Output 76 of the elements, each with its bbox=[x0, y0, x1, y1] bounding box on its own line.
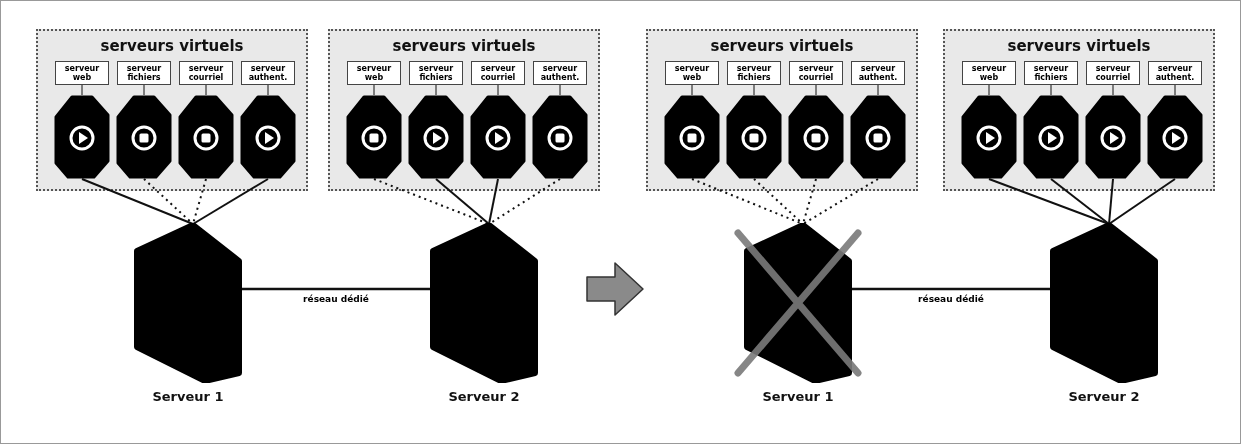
virtual-machine bbox=[788, 95, 844, 179]
physical-server bbox=[429, 223, 539, 404]
connector bbox=[192, 178, 269, 225]
service-label: serveur web bbox=[665, 61, 719, 85]
connector bbox=[852, 287, 1050, 291]
virtual-servers-panel bbox=[646, 29, 918, 191]
service-label: serveur fichiers bbox=[117, 61, 171, 85]
panel-title: serveurs virtuels bbox=[99, 37, 245, 55]
virtual-machine bbox=[240, 95, 296, 179]
virtual-machine bbox=[1085, 95, 1141, 179]
connector bbox=[497, 84, 499, 96]
connector bbox=[267, 84, 269, 96]
dotted-connector bbox=[802, 178, 879, 225]
connector bbox=[815, 84, 817, 96]
virtual-machine bbox=[532, 95, 588, 179]
connector bbox=[1174, 84, 1176, 96]
service-label: serveur courriel bbox=[179, 61, 233, 85]
service-label: serveur authent. bbox=[851, 61, 905, 85]
virtual-machine bbox=[116, 95, 172, 179]
service-label: serveur fichiers bbox=[727, 61, 781, 85]
connector bbox=[488, 178, 499, 225]
server-name: Serveur 2 bbox=[448, 389, 520, 404]
virtual-machine bbox=[664, 95, 720, 179]
virtual-machine bbox=[961, 95, 1017, 179]
connector bbox=[988, 84, 990, 96]
virtual-machine bbox=[726, 95, 782, 179]
connector bbox=[1108, 178, 1176, 225]
connector bbox=[1112, 84, 1114, 96]
connector bbox=[373, 84, 375, 96]
service-label: serveur authent. bbox=[533, 61, 587, 85]
connector bbox=[1050, 178, 1110, 225]
server-name: Serveur 2 bbox=[1068, 389, 1140, 404]
panel-title: serveurs virtuels bbox=[391, 37, 537, 55]
connector bbox=[242, 287, 430, 291]
connector bbox=[205, 84, 207, 96]
service-label: serveur fichiers bbox=[409, 61, 463, 85]
edge-label: réseau dédié bbox=[915, 294, 987, 304]
physical-server bbox=[743, 223, 853, 404]
virtual-servers-panel bbox=[36, 29, 308, 191]
virtual-machine bbox=[408, 95, 464, 179]
edge-label: réseau dédié bbox=[300, 294, 372, 304]
server-name: Serveur 1 bbox=[152, 389, 224, 404]
physical-server bbox=[133, 223, 243, 404]
virtual-machine bbox=[178, 95, 234, 179]
virtual-machine bbox=[54, 95, 110, 179]
connector bbox=[1108, 178, 1114, 225]
connector bbox=[143, 84, 145, 96]
virtual-machine bbox=[1023, 95, 1079, 179]
connector bbox=[1050, 84, 1052, 96]
connector bbox=[559, 84, 561, 96]
panel-title: serveurs virtuels bbox=[1006, 37, 1152, 55]
connector bbox=[435, 178, 490, 225]
virtual-machine bbox=[470, 95, 526, 179]
virtual-machine bbox=[346, 95, 402, 179]
virtual-machine bbox=[1147, 95, 1203, 179]
server-name: Serveur 1 bbox=[762, 389, 834, 404]
connector bbox=[81, 84, 83, 96]
service-label: serveur web bbox=[962, 61, 1016, 85]
panel-title: serveurs virtuels bbox=[709, 37, 855, 55]
service-label: serveur courriel bbox=[471, 61, 525, 85]
connector bbox=[691, 84, 693, 96]
connector bbox=[753, 84, 755, 96]
service-label: serveur authent. bbox=[241, 61, 295, 85]
physical-server bbox=[1049, 223, 1159, 404]
connector bbox=[81, 178, 194, 225]
service-label: serveur courriel bbox=[789, 61, 843, 85]
service-label: serveur web bbox=[347, 61, 401, 85]
service-label: serveur web bbox=[55, 61, 109, 85]
service-label: serveur courriel bbox=[1086, 61, 1140, 85]
connector bbox=[435, 84, 437, 96]
virtual-servers-panel bbox=[328, 29, 600, 191]
virtual-machine bbox=[850, 95, 906, 179]
connector bbox=[877, 84, 879, 96]
service-label: serveur authent. bbox=[1148, 61, 1202, 85]
service-label: serveur fichiers bbox=[1024, 61, 1078, 85]
virtual-servers-panel bbox=[943, 29, 1215, 191]
